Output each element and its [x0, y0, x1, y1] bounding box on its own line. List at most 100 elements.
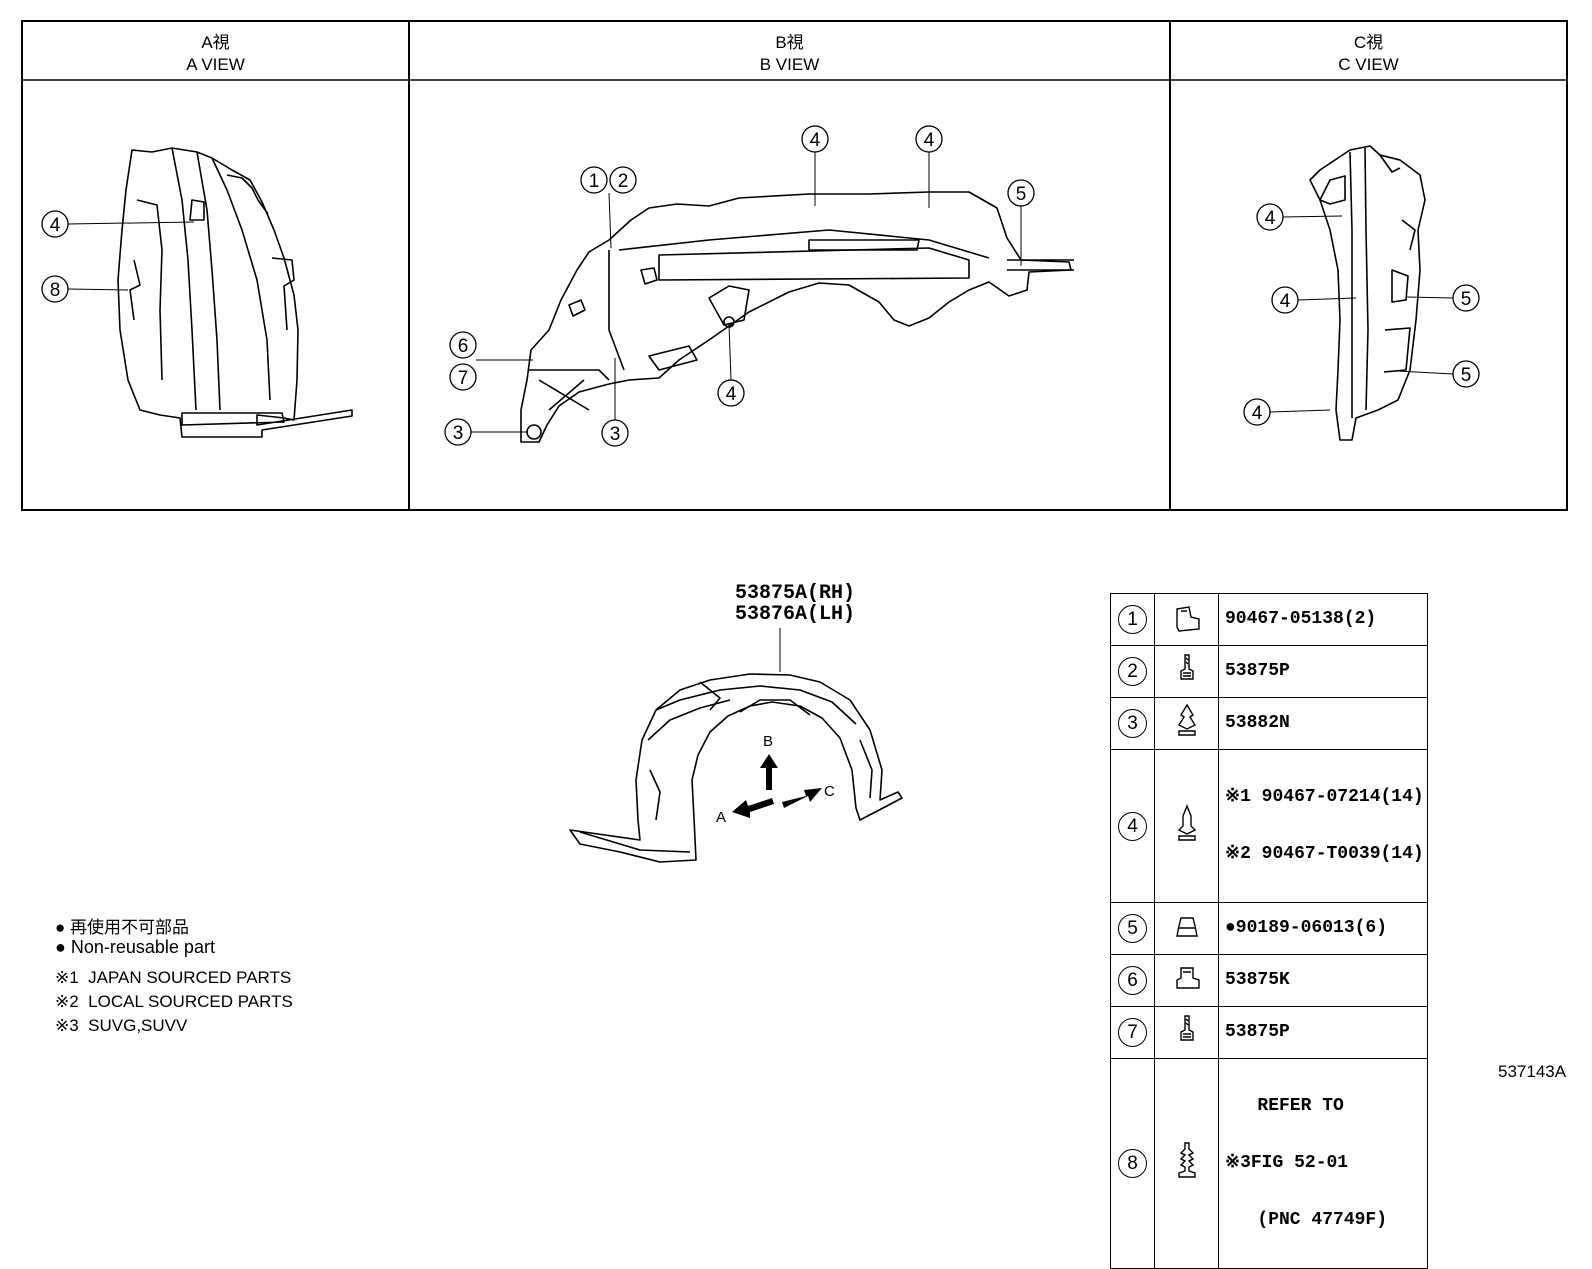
part-number: 53875P — [1225, 1022, 1290, 1042]
row-number-cell: 2 — [1110, 645, 1155, 698]
direction-arrows: B A C — [716, 733, 835, 826]
c-view-header: C視 C VIEW — [1170, 32, 1567, 76]
table-row: 5 ●90189-06013(6) — [1110, 902, 1428, 955]
arrow-a-label: A — [716, 809, 726, 826]
a-view-label-en: A VIEW — [186, 55, 245, 74]
row-part-number-cell: ※1 90467-07214(14) ※2 90467-T0039(14) — [1218, 749, 1428, 903]
b-view-drawing: 1 2 4 4 5 6 7 3 3 4 — [444, 125, 1074, 447]
leader-line — [67, 221, 195, 225]
leader-line — [1282, 215, 1343, 218]
a-view-header: A視 A VIEW — [22, 32, 409, 76]
callout-circle — [1452, 284, 1480, 312]
leader-line — [728, 323, 732, 381]
note-line: ● 再使用不可部品 — [55, 918, 189, 937]
callout-circle — [1007, 179, 1035, 207]
row-number-cell: 5 — [1110, 902, 1155, 955]
row-number-cell: 1 — [1110, 593, 1155, 646]
callout-circle — [449, 331, 477, 359]
part-number: 90467-05138(2) — [1225, 609, 1377, 629]
callout-circle — [609, 166, 637, 194]
part-number: ※1 90467-07214(14) — [1225, 787, 1424, 807]
a-view-liner-shape — [117, 147, 353, 438]
table-row: 3 53882N — [1110, 697, 1428, 750]
callout-number: 4 — [50, 215, 61, 236]
b-view-label-jp: B視 — [775, 33, 804, 52]
callout-number: 4 — [810, 130, 821, 151]
part-number: 53875K — [1225, 970, 1290, 990]
row-number-cell: 7 — [1110, 1006, 1155, 1059]
part-number-rh: 53875A(RH) — [735, 582, 856, 605]
row-number: 4 — [1118, 811, 1147, 841]
callout-number: 4 — [924, 130, 935, 151]
part-number: (PNC 47749F) — [1225, 1210, 1388, 1230]
callout-number: 4 — [726, 384, 737, 405]
row-number: 3 — [1118, 709, 1147, 738]
row-icon-cell — [1154, 954, 1219, 1007]
row-icon-cell — [1154, 593, 1219, 646]
callout-number: 5 — [1461, 365, 1472, 386]
a-view-drawing: 4 8 — [41, 147, 353, 438]
main-liner-drawing: B A C — [569, 628, 903, 863]
main-part-numbers: 53875A(RH) 53876A(LH) — [735, 583, 855, 625]
row-part-number-cell: 53882N — [1218, 697, 1428, 750]
callout-circle — [717, 379, 745, 407]
callout-number: 7 — [458, 368, 469, 389]
b-view-header: B視 B VIEW — [409, 32, 1170, 76]
screw-icon — [1179, 654, 1194, 680]
fir-tree-clip-icon — [1177, 1142, 1196, 1178]
row-number: 7 — [1118, 1018, 1147, 1047]
callout-circle — [449, 363, 477, 391]
row-number: 2 — [1118, 657, 1147, 686]
callout-number: 4 — [1280, 291, 1291, 312]
row-number: 5 — [1118, 914, 1147, 943]
arrow-b-label: B — [763, 733, 773, 750]
row-number-cell: 6 — [1110, 954, 1155, 1007]
callout-circle — [1271, 286, 1299, 314]
part-number-lh: 53876A(LH) — [735, 603, 856, 626]
part-number: ※3FIG 52-01 — [1225, 1153, 1349, 1173]
callout-circle — [915, 125, 943, 153]
row-number-cell: 3 — [1110, 697, 1155, 750]
row-part-number-cell: 53875P — [1218, 1006, 1428, 1059]
part-number: REFER TO — [1225, 1096, 1344, 1116]
part-number: 53882N — [1225, 713, 1290, 733]
c-view-label-en: C VIEW — [1338, 55, 1399, 74]
row-number: 1 — [1118, 605, 1147, 634]
b-view-callouts: 1 2 4 4 5 6 7 3 3 4 — [444, 125, 1035, 447]
part-number: 53875P — [1225, 661, 1290, 681]
table-row: 7 53875P — [1110, 1006, 1428, 1059]
figure-id: 537143A — [1498, 1062, 1567, 1081]
c-view-callouts: 4 4 5 5 4 — [1243, 203, 1480, 426]
row-part-number-cell: REFER TO ※3FIG 52-01 (PNC 47749F) — [1218, 1058, 1428, 1269]
row-number-cell: 4 — [1110, 749, 1155, 903]
callout-circle — [580, 166, 608, 194]
arrow-c-label: C — [824, 783, 835, 800]
callout-circle — [1243, 398, 1271, 426]
arrow-b-icon — [760, 754, 778, 790]
note-line: ※2 LOCAL SOURCED PARTS — [55, 992, 293, 1011]
table-row: 8 REFER TO ※3FIG 52-01 (PNC 47749F) — [1110, 1058, 1428, 1269]
callout-number: 8 — [50, 280, 61, 301]
row-part-number-cell: ●90189-06013(6) — [1218, 902, 1428, 955]
arrow-a-icon — [732, 798, 774, 818]
row-icon-cell — [1154, 697, 1219, 750]
callout-number: 3 — [453, 423, 464, 444]
row-part-number-cell: 53875P — [1218, 645, 1428, 698]
row-number-cell: 8 — [1110, 1058, 1155, 1269]
b-view-leaders — [471, 152, 1022, 433]
screw-icon — [1179, 1015, 1194, 1041]
leader-line — [608, 192, 612, 249]
part-number: ※2 90467-T0039(14) — [1225, 844, 1424, 864]
row-icon-cell — [1154, 645, 1219, 698]
arrow-c-icon — [782, 788, 822, 808]
table-row: 6 53875K — [1110, 954, 1428, 1007]
callout-circle — [1452, 360, 1480, 388]
row-icon-cell — [1154, 902, 1219, 955]
callout-number: 5 — [1016, 184, 1027, 205]
callout-number: 4 — [1252, 403, 1263, 424]
bracket-clip-icon — [1175, 967, 1200, 989]
row-part-number-cell: 90467-05138(2) — [1218, 593, 1428, 646]
c-view-leaders — [1269, 215, 1454, 413]
row-number: 8 — [1118, 1149, 1147, 1178]
c-view-label-jp: C視 — [1353, 33, 1384, 52]
